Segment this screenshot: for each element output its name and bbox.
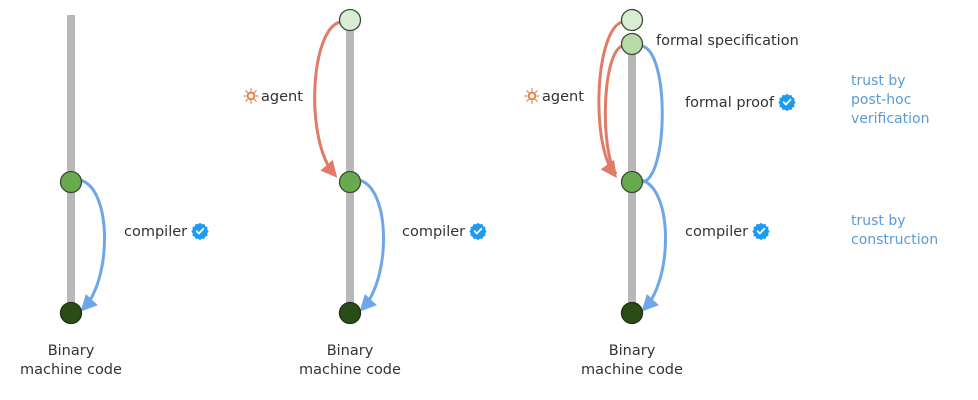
formal-proof-label: formal proof <box>685 93 796 112</box>
caption-line-1: Binary <box>326 343 374 359</box>
panel-agent-then-compiler <box>313 8 385 325</box>
caption-line-2: machine code <box>581 362 683 378</box>
binary-node <box>620 301 644 325</box>
compiler-arrow <box>640 178 667 312</box>
compiler-label: compiler <box>124 222 209 241</box>
panel-compiler-only <box>59 15 106 325</box>
formal-spec-label: formal specification <box>656 33 799 49</box>
agent-arrow <box>313 20 341 178</box>
verified-badge-icon <box>752 222 770 240</box>
panel-agent-with-formal-proof <box>597 8 667 325</box>
binary-node <box>338 301 362 325</box>
formal-proof-arrow <box>641 44 664 184</box>
source-node <box>338 170 362 194</box>
caption-line-2: machine code <box>299 362 401 378</box>
compiler-label-text: compiler <box>402 224 466 240</box>
formal-proof-label-text: formal proof <box>685 95 775 111</box>
caption-line-2: machine code <box>20 362 122 378</box>
agent-sun-icon <box>524 88 540 104</box>
source-node <box>620 170 644 194</box>
verified-badge-icon <box>469 222 487 240</box>
compiler-label-text: compiler <box>685 224 749 240</box>
spec-node <box>620 32 644 56</box>
compiler-arrow <box>358 178 385 312</box>
source-node <box>59 170 83 194</box>
agent-arrow-outer <box>597 20 623 179</box>
verified-badge-icon <box>778 93 796 111</box>
verified-badge-icon <box>191 222 209 240</box>
binary-caption: Binary machine code <box>562 342 702 380</box>
binary-caption: Binary machine code <box>1 342 141 380</box>
agent-label: agent <box>243 88 303 106</box>
caption-line-1: Binary <box>608 343 656 359</box>
binary-node <box>59 301 83 325</box>
rail <box>346 20 354 313</box>
compiler-label: compiler <box>685 222 770 241</box>
annotation-line: construction <box>851 232 939 248</box>
annotation-line: trust by <box>851 73 906 89</box>
rail <box>67 15 75 313</box>
agent-label-text: agent <box>261 89 303 105</box>
prompt-node <box>620 8 644 32</box>
agent-label: agent <box>524 88 584 106</box>
compiler-label: compiler <box>402 222 487 241</box>
annotation-line: post-hoc <box>851 92 912 108</box>
agent-sun-icon <box>243 88 259 104</box>
annotation-line: verification <box>851 111 930 127</box>
agent-arrow-inner <box>603 44 623 175</box>
compiler-arrow <box>79 178 106 312</box>
binary-caption: Binary machine code <box>280 342 420 380</box>
caption-line-1: Binary <box>47 343 95 359</box>
trust-construction-annotation: trust by construction <box>851 212 938 250</box>
prompt-node <box>338 8 362 32</box>
annotation-line: trust by <box>851 213 906 229</box>
compiler-label-text: compiler <box>124 224 188 240</box>
trust-post-hoc-annotation: trust by post-hoc verification <box>851 72 929 129</box>
agent-label-text: agent <box>542 89 584 105</box>
